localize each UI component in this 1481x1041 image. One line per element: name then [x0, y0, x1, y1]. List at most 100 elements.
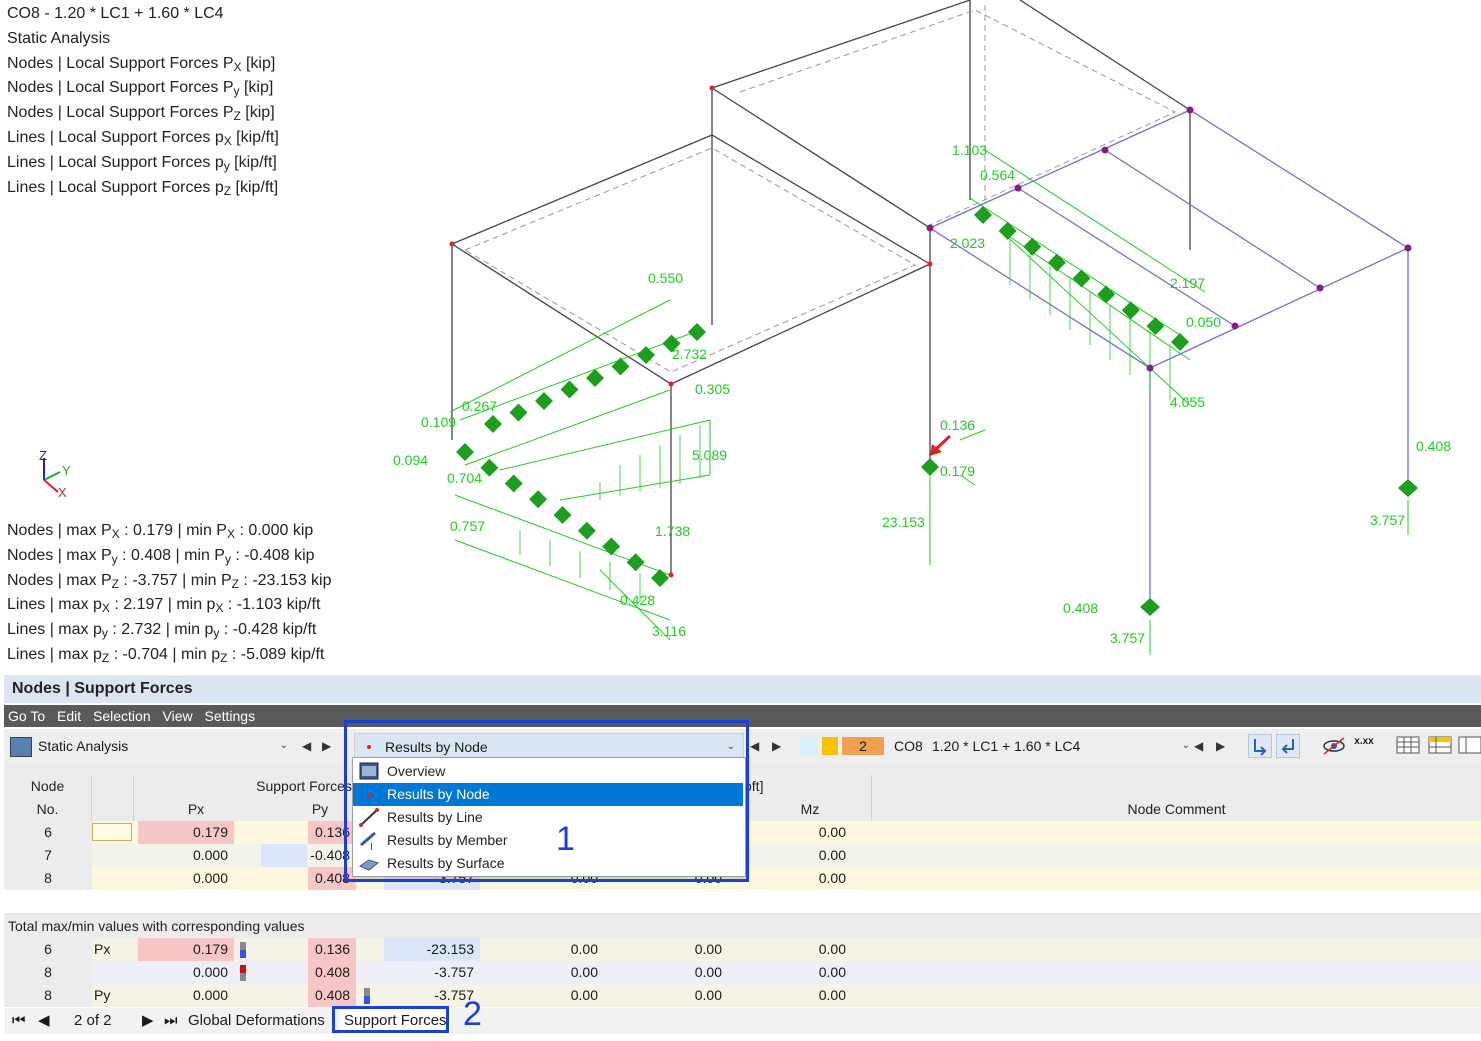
menu-selection[interactable]: Selection: [93, 708, 151, 724]
totals-row[interactable]: 6 Px 0.179 0.136 -23.153 0.00 0.00 0.00: [4, 938, 1481, 961]
prev-page-icon[interactable]: ◀: [38, 1012, 50, 1029]
support-symbol-icon: [484, 415, 502, 433]
prev-icon[interactable]: ◀: [302, 739, 312, 753]
results-by-dropdown[interactable]: Overview Results by Node Results by Line…: [352, 757, 746, 877]
support-symbol-icon: [688, 323, 706, 341]
value-label: 2.023: [950, 235, 985, 251]
node-no-cell: 8: [4, 867, 92, 890]
summary-line: Lines | max pZ : -0.704 | min pZ : -5.08…: [7, 645, 325, 665]
force-arrow-icon: [930, 434, 952, 456]
lc-number-badge: 2: [842, 737, 884, 755]
table-filter-icon[interactable]: [1428, 734, 1452, 758]
next-icon[interactable]: ▶: [772, 739, 782, 753]
px-cell: 0.179: [138, 938, 234, 961]
node-dot-icon: [367, 793, 371, 797]
value-label: 0.428: [620, 592, 655, 608]
table-icon[interactable]: [1396, 734, 1420, 758]
mx-cell: 0.00: [570, 941, 598, 957]
my-cell: 0.00: [694, 987, 722, 1003]
support-symbol-icon: [1097, 285, 1116, 304]
support-force-diagrams: [449, 149, 1409, 655]
next-icon[interactable]: ▶: [322, 739, 332, 753]
callout-2: 2: [463, 995, 482, 1033]
node-dot-icon: [367, 745, 371, 749]
support-symbol-icon: [611, 357, 630, 376]
next-icon[interactable]: ▶: [1216, 739, 1226, 753]
load-case-select[interactable]: 2 CO8 1.20 * LC1 + 1.60 * LC4 ⌄: [798, 733, 1198, 759]
dropdown-item-results-by-surface[interactable]: Results by Surface: [353, 852, 743, 875]
dropdown-item-results-by-member[interactable]: I Results by Member: [353, 829, 743, 852]
next-page-icon[interactable]: ▶: [142, 1012, 154, 1029]
surface-icon: [359, 859, 379, 871]
support-symbol-icon: [586, 369, 604, 387]
axis-triad-icon: Z Y X: [39, 448, 71, 500]
group-support-forces: Support Forces: [256, 778, 352, 794]
pz-cell: -3.757: [434, 987, 474, 1003]
menu-settings[interactable]: Settings: [204, 708, 256, 724]
value-label: 3.757: [1370, 512, 1405, 528]
info-line: Nodes | Local Support Forces PZ [kip]: [7, 104, 275, 124]
support-symbol-icon: [553, 506, 572, 524]
tab-global-deformations[interactable]: Global Deformations: [188, 1012, 325, 1029]
model-viewport[interactable]: CO8 - 1.20 * LC1 + 1.60 * LC4 Static Ana…: [0, 0, 1481, 670]
support-symbol-icon: [1072, 269, 1091, 288]
value-label: 3.757: [1110, 630, 1145, 646]
col-px: Px: [187, 801, 205, 817]
summary-line: Nodes | max PX : 0.179 | min PX : 0.000 …: [7, 522, 314, 541]
overview-icon: [359, 762, 379, 780]
value-label: 4.055: [1170, 394, 1205, 410]
dropdown-item-results-by-line[interactable]: Results by Line: [353, 806, 743, 829]
value-label: 0.109: [421, 414, 456, 430]
value-label: 0.408: [1416, 438, 1451, 454]
menu-go-to[interactable]: Go To: [8, 708, 46, 724]
analysis-type-value: Static Analysis: [38, 738, 129, 754]
info-line: Lines | Local Support Forces pX [kip/ft]: [7, 128, 279, 148]
results-by-value: Results by Node: [385, 739, 488, 755]
last-page-icon[interactable]: ⏭: [164, 1012, 178, 1029]
structural-model[interactable]: Z Y X: [0, 0, 1481, 670]
result-summary: Nodes | max PX : 0.179 | min PX : 0.000 …: [7, 519, 331, 668]
structure-frame: [451, 0, 1191, 575]
support-symbol-icon: [535, 392, 553, 410]
col-py: Py: [311, 801, 329, 817]
member-icon: I: [360, 831, 376, 850]
decimal-places-icon[interactable]: x.xx: [1354, 736, 1374, 747]
info-line: Nodes | Local Support Forces Py [kip]: [7, 79, 274, 99]
px-cell: 0.000: [192, 987, 228, 1003]
chevron-down-icon[interactable]: ⌄: [726, 741, 735, 752]
totals-row[interactable]: 8 0.000 0.408 -3.757 0.00 0.00 0.00: [4, 961, 1481, 984]
menu-edit[interactable]: Edit: [57, 708, 82, 724]
chevron-down-icon[interactable]: ⌄: [279, 740, 288, 751]
first-page-icon[interactable]: ⏮: [12, 1012, 26, 1029]
select-in-table-icon[interactable]: [1276, 734, 1300, 758]
select-in-model-icon[interactable]: [1248, 734, 1272, 758]
mz-cell: 0.00: [818, 987, 846, 1003]
row-color-cell[interactable]: [92, 823, 132, 841]
info-line: Lines | Local Support Forces py [kip/ft]: [7, 153, 277, 173]
lc-color-swatch: [822, 737, 838, 755]
axis-y-label: Y: [62, 463, 71, 478]
support-symbol-icon: [529, 490, 548, 509]
prev-icon[interactable]: ◀: [750, 739, 760, 753]
dropdown-item-results-by-node[interactable]: Results by Node: [353, 783, 743, 806]
value-label: 2.197: [1170, 275, 1205, 291]
analysis-type-select[interactable]: Static Analysis ⌄: [6, 733, 296, 759]
nodal-supports: [921, 458, 1418, 616]
dropdown-item-overview[interactable]: Overview: [353, 760, 743, 783]
tab-support-forces[interactable]: Support Forces: [340, 1008, 451, 1034]
prev-icon[interactable]: ◀: [1194, 739, 1204, 753]
highlight-box-1: [344, 720, 749, 882]
lc-color-swatch: [800, 737, 818, 755]
chevron-down-icon[interactable]: ⌄: [1181, 740, 1190, 751]
table-columns-icon[interactable]: [1458, 734, 1481, 758]
axis-z-label: Z: [39, 448, 47, 463]
view-eye-icon[interactable]: [1322, 734, 1346, 758]
menu-view[interactable]: View: [162, 708, 193, 724]
support-symbol-icon: [1171, 333, 1189, 351]
px-cell: 0.000: [192, 847, 228, 863]
callout-1: 1: [556, 820, 575, 858]
support-symbol-icon: [998, 221, 1017, 240]
type-cell: Py: [94, 987, 111, 1003]
totals-row[interactable]: 8 Py 0.000 0.408 -3.757 0.00 0.00 0.00: [4, 984, 1481, 1007]
py-cell: -0.408: [310, 847, 350, 863]
